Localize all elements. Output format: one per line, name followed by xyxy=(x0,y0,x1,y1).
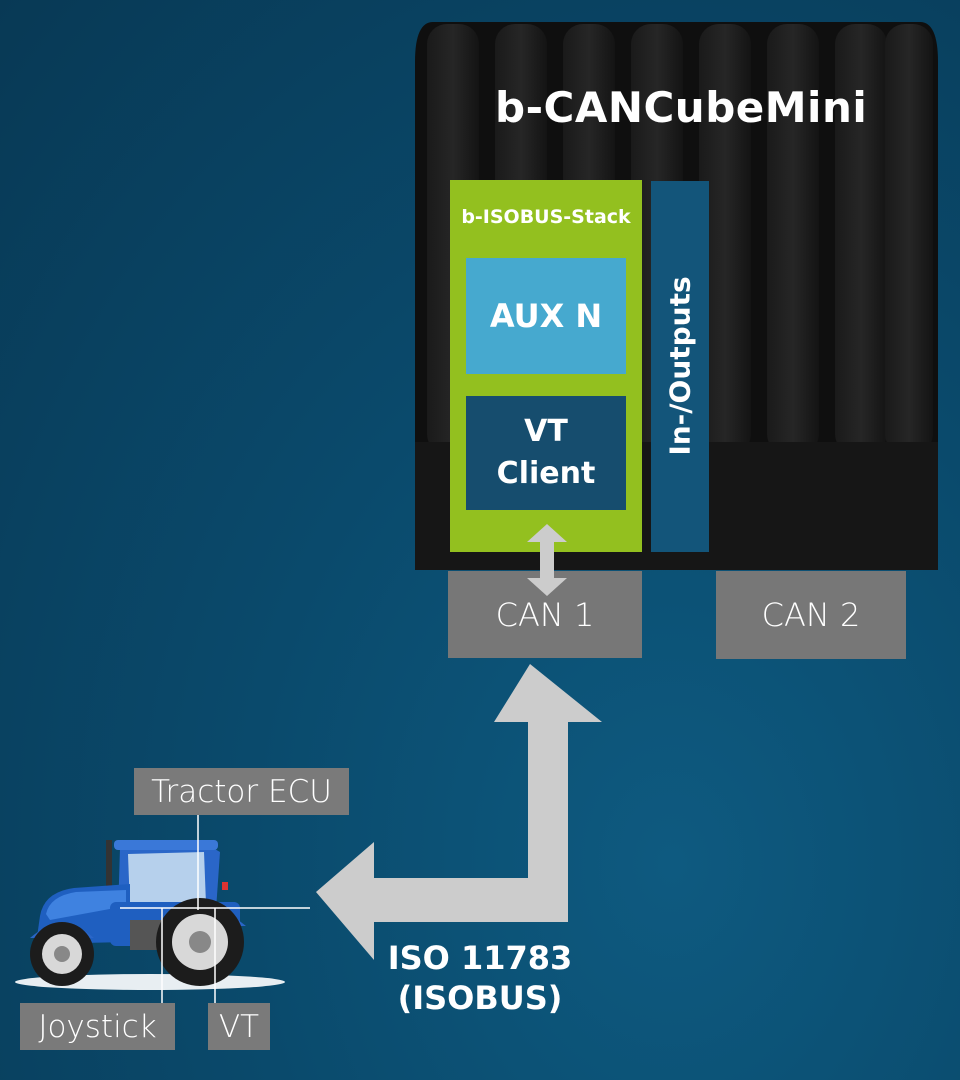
vt-client-line1: VT xyxy=(524,414,568,449)
isobus-line1: ISO 11783 xyxy=(387,939,573,977)
inputs-outputs-label: In-/Outputs xyxy=(663,276,697,456)
vt-client-line2: Client xyxy=(496,456,596,491)
tractor-icon xyxy=(15,840,285,990)
aux-n-box: AUX N xyxy=(466,258,626,374)
up-down-arrow-icon xyxy=(527,524,567,596)
inputs-outputs-bar xyxy=(651,181,709,552)
vt-label: VT xyxy=(208,1003,270,1050)
isobus-line2: (ISOBUS) xyxy=(397,979,563,1017)
can2-port: CAN 2 xyxy=(716,571,906,659)
aux-n-label: AUX N xyxy=(489,297,603,335)
can2-label: CAN 2 xyxy=(761,596,861,634)
isobus-stack-label: b-ISOBUS-Stack xyxy=(461,206,631,228)
isobus-label: ISO 11783 (ISOBUS) xyxy=(380,938,580,1018)
tractor-ecu-label: Tractor ECU xyxy=(134,768,349,815)
can1-label: CAN 1 xyxy=(495,595,595,634)
device-title: b-CANCubeMini xyxy=(495,83,868,132)
bus-arrow-icon xyxy=(316,664,602,960)
vt-client-box: VT Client xyxy=(466,396,626,510)
joystick-label: Joystick xyxy=(20,1003,175,1050)
